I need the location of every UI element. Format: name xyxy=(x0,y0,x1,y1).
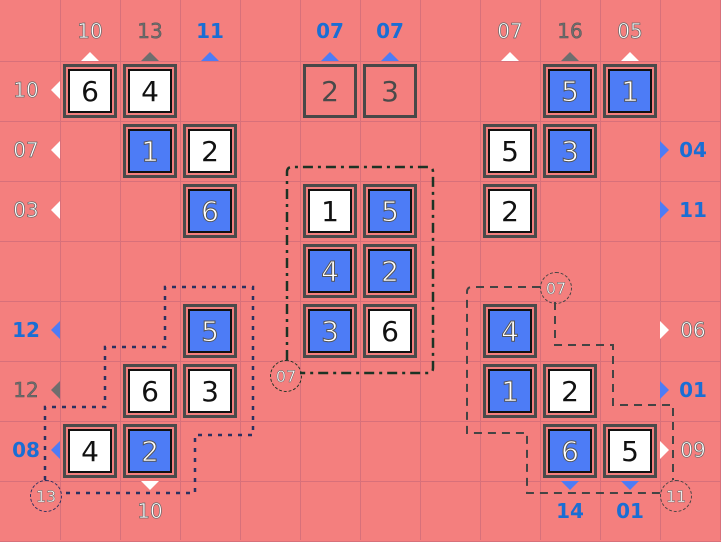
left-clue: 07 xyxy=(13,138,39,162)
right-clue: 11 xyxy=(679,198,707,222)
top-clue: 10 xyxy=(77,19,103,43)
tile-r2c8[interactable]: 5 xyxy=(483,124,537,178)
tile-r7c10[interactable]: 5 xyxy=(603,424,657,478)
right-clue: 04 xyxy=(679,138,707,162)
clue-arrow-up-icon xyxy=(321,52,339,61)
clue-arrow-left-icon xyxy=(51,441,60,459)
tile-r5c5[interactable]: 3 xyxy=(303,304,357,358)
gridline xyxy=(360,0,361,540)
clue-arrow-right-icon xyxy=(660,321,669,339)
right-clue: 06 xyxy=(680,318,706,342)
clue-arrow-up-icon xyxy=(201,52,219,61)
left-clue: 12 xyxy=(12,318,40,342)
tile-r5c3[interactable]: 5 xyxy=(183,304,237,358)
clue-arrow-up-icon xyxy=(381,52,399,61)
tile-r6c8[interactable]: 1 xyxy=(483,364,537,418)
bottom-clue: 01 xyxy=(616,499,644,523)
tile-r6c3[interactable]: 3 xyxy=(183,364,237,418)
tile-r7c2[interactable]: 2 xyxy=(123,424,177,478)
clue-arrow-right-icon xyxy=(660,201,669,219)
top-clue: 07 xyxy=(376,19,404,43)
tile-r1c1[interactable]: 6 xyxy=(63,64,117,118)
top-clue: 16 xyxy=(557,19,583,43)
tile-r1c2[interactable]: 4 xyxy=(123,64,177,118)
left-clue: 03 xyxy=(13,198,39,222)
right-clue: 01 xyxy=(679,378,707,402)
bottom-clue: 14 xyxy=(556,499,584,523)
left-clue: 12 xyxy=(13,378,39,402)
left-clue: 10 xyxy=(13,78,39,102)
clue-arrow-left-icon xyxy=(51,321,60,339)
gridline xyxy=(660,0,661,540)
clue-arrow-down-icon xyxy=(621,481,639,490)
tile-r2c2[interactable]: 1 xyxy=(123,124,177,178)
tile-r6c2[interactable]: 6 xyxy=(123,364,177,418)
gridline xyxy=(480,0,481,540)
clue-arrow-left-icon xyxy=(51,81,60,99)
gridline xyxy=(0,481,721,482)
top-clue: 13 xyxy=(137,19,163,43)
tile-r6c9[interactable]: 2 xyxy=(543,364,597,418)
clue-arrow-up-icon xyxy=(81,52,99,61)
top-clue: 05 xyxy=(617,19,643,43)
left-clue: 08 xyxy=(12,438,40,462)
clue-arrow-up-icon xyxy=(141,52,159,61)
gridline xyxy=(0,301,721,302)
clue-arrow-right-icon xyxy=(660,381,669,399)
tile-r3c8[interactable]: 2 xyxy=(483,184,537,238)
gridline xyxy=(540,0,541,540)
gridline xyxy=(120,0,121,540)
gridline xyxy=(0,61,721,62)
right-clue: 09 xyxy=(680,438,706,462)
clue-arrow-left-icon xyxy=(51,201,60,219)
clue-arrow-right-icon xyxy=(660,441,669,459)
tile-r5c6[interactable]: 6 xyxy=(363,304,417,358)
clue-arrow-left-icon xyxy=(51,141,60,159)
clue-arrow-down-icon xyxy=(141,481,159,490)
gridline xyxy=(420,0,421,540)
clue-arrow-left-icon xyxy=(51,381,60,399)
clue-arrow-down-icon xyxy=(561,481,579,490)
tile-r2c3[interactable]: 2 xyxy=(183,124,237,178)
bottom-clue: 10 xyxy=(137,499,163,523)
tile-r4c5[interactable]: 4 xyxy=(303,244,357,298)
gridline xyxy=(300,0,301,540)
tile-r1c10[interactable]: 1 xyxy=(603,64,657,118)
gridline xyxy=(0,421,721,422)
gridline xyxy=(0,121,721,122)
gridline xyxy=(240,0,241,540)
gridline xyxy=(0,241,721,242)
right-cage-top-sum-label: 07 xyxy=(540,272,572,304)
tile-r2c9[interactable]: 3 xyxy=(543,124,597,178)
tile-r1c6[interactable]: 3 xyxy=(363,64,417,118)
top-clue: 07 xyxy=(497,19,523,43)
tile-r1c9[interactable]: 5 xyxy=(543,64,597,118)
tile-r3c3[interactable]: 6 xyxy=(183,184,237,238)
tile-r4c6[interactable]: 2 xyxy=(363,244,417,298)
gridline xyxy=(180,0,181,540)
clue-arrow-up-icon xyxy=(561,52,579,61)
tile-r7c1[interactable]: 4 xyxy=(63,424,117,478)
gridline xyxy=(600,0,601,540)
tile-r7c9[interactable]: 6 xyxy=(543,424,597,478)
tile-r5c8[interactable]: 4 xyxy=(483,304,537,358)
middle-cage-sum-label: 07 xyxy=(270,360,302,392)
gridline xyxy=(0,181,721,182)
clue-arrow-up-icon xyxy=(621,52,639,61)
top-clue: 07 xyxy=(316,19,344,43)
tile-r3c6[interactable]: 5 xyxy=(363,184,417,238)
clue-arrow-right-icon xyxy=(660,141,669,159)
top-clue: 11 xyxy=(196,19,224,43)
right-cage-bottom-sum-label: 11 xyxy=(660,480,692,512)
left-cage-sum-label: 13 xyxy=(30,480,62,512)
tile-r1c5[interactable]: 2 xyxy=(303,64,357,118)
gridline xyxy=(0,361,721,362)
tile-r3c5[interactable]: 1 xyxy=(303,184,357,238)
clue-arrow-up-icon xyxy=(501,52,519,61)
gridline xyxy=(60,0,61,540)
